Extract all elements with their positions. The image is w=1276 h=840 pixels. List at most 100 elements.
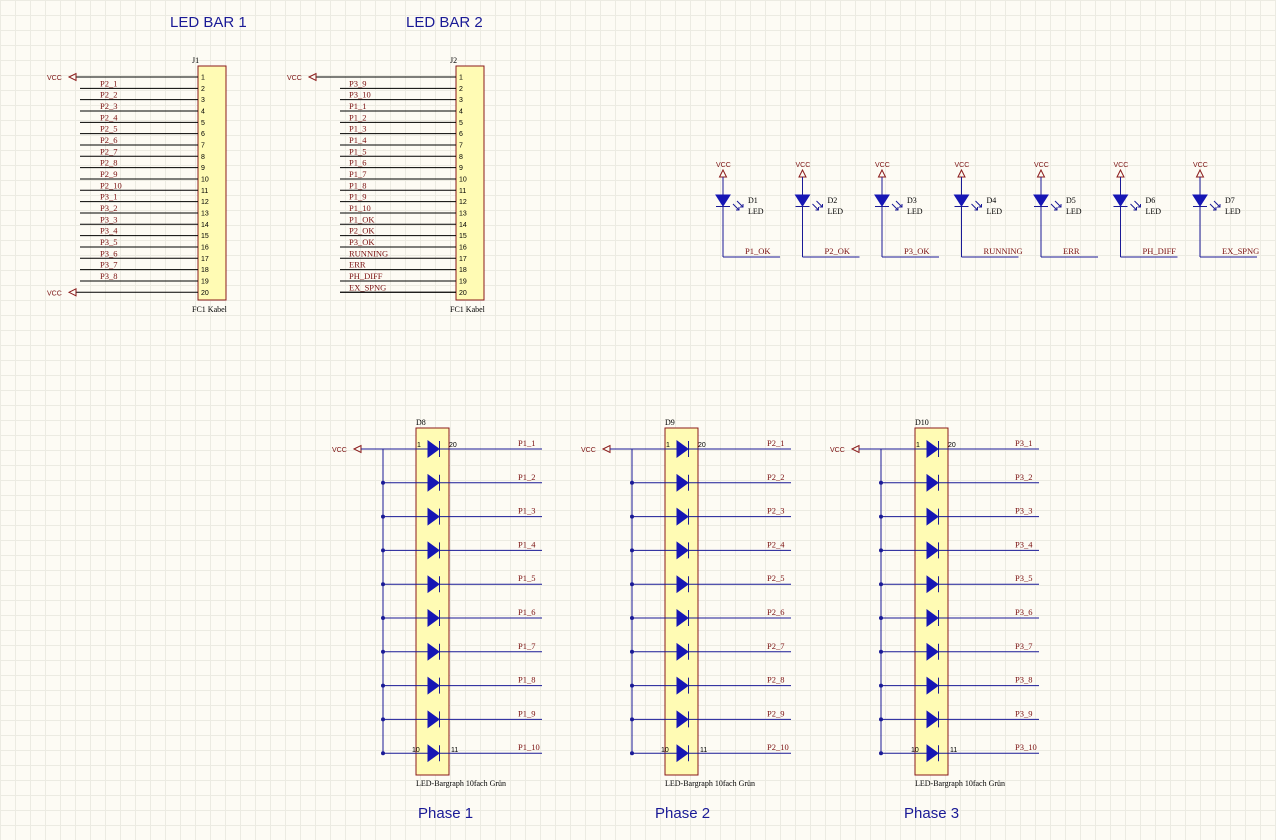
- led-type: LED: [748, 207, 764, 216]
- vcc-power-port: [850, 444, 860, 454]
- bargraph-net-label: P1_2: [518, 472, 535, 482]
- pin-number: 6: [201, 131, 205, 138]
- junction-dot: [381, 649, 385, 654]
- emission-arrow: [1209, 203, 1217, 211]
- vcc-power-port: [798, 168, 807, 178]
- bargraph-led-triangle: [926, 541, 939, 560]
- net-label: P1_6: [349, 158, 366, 168]
- led-symbol-triangle: [715, 194, 731, 207]
- net-label: P3_3: [100, 214, 117, 224]
- bargraph-footer: LED-Bargraph 10fach Grün: [665, 779, 755, 788]
- junction-dot: [381, 616, 385, 620]
- led-designator: D3: [907, 196, 917, 205]
- title-led-bar-2: LED BAR 2: [406, 14, 483, 31]
- bargraph-footer: LED-Bargraph 10fach Grün: [416, 779, 506, 788]
- junction-dot: [879, 480, 883, 485]
- junction-dot: [381, 514, 385, 519]
- status-leds-group: VCCD1LEDP1_OKVCCD2LEDP2_OKVCCD3LEDP3_OKV…: [715, 162, 1259, 258]
- bargraph-led-triangle: [926, 642, 939, 661]
- bargraph-net-label: P2_10: [767, 742, 789, 752]
- net-label: P3_5: [100, 237, 117, 247]
- emission-arrow: [895, 200, 903, 208]
- pin-number: 7: [459, 142, 463, 149]
- net-label: P1_2: [349, 112, 366, 122]
- bargraph-net-label: P1_3: [518, 506, 535, 516]
- net-label: P3_7: [100, 260, 117, 270]
- vcc-label: VCC: [47, 75, 62, 82]
- emission-arrow: [975, 200, 982, 208]
- vcc-label: VCC: [716, 162, 731, 169]
- junction-dot: [879, 717, 883, 722]
- bargraph-net-label: P1_4: [518, 539, 536, 549]
- bargraph-net-label: P3_7: [1015, 641, 1032, 651]
- pin-number: 11: [201, 188, 208, 195]
- bargraph-net-label: P3_9: [1015, 708, 1032, 718]
- emission-arrow: [1130, 203, 1137, 211]
- emission-arrow: [971, 203, 978, 211]
- bargraph-led-triangle: [676, 710, 689, 729]
- net-label: P1_1: [349, 101, 366, 111]
- net-label: P3_9: [349, 78, 366, 88]
- pin-number: 7: [201, 142, 205, 149]
- bargraph-net-label: P2_6: [767, 607, 784, 617]
- led-type: LED: [1066, 207, 1082, 216]
- bargraph-net-label: P2_2: [767, 472, 784, 482]
- connector-body: [197, 65, 227, 301]
- vcc-label: VCC: [796, 162, 811, 169]
- led-symbol-triangle: [794, 194, 811, 207]
- pin-number: 19: [201, 278, 209, 285]
- led-designator: D6: [1146, 196, 1156, 205]
- bargraph-net-label: P1_1: [518, 438, 535, 448]
- led-designator: D2: [828, 196, 838, 205]
- vcc-label: VCC: [287, 75, 302, 82]
- net-label: P2_7: [100, 146, 117, 156]
- bargraph-net-label: P2_9: [767, 708, 784, 718]
- net-label: P1_9: [349, 192, 366, 202]
- bargraph-led-triangle: [676, 744, 689, 763]
- bargraph-net-label: P1_6: [518, 607, 535, 617]
- led-type: LED: [1146, 207, 1162, 216]
- vcc-power-port: [67, 287, 77, 297]
- pin-number: 3: [459, 97, 463, 104]
- pin-number: 20: [201, 290, 209, 297]
- net-label: EX_SPNG: [349, 282, 386, 292]
- led-net-label: RUNNING: [984, 246, 1023, 256]
- emission-arrow: [1050, 203, 1058, 211]
- vcc-label: VCC: [1114, 162, 1129, 169]
- bargraph-led-triangle: [427, 642, 440, 661]
- net-label: P3_OK: [349, 237, 375, 247]
- pin-number: 10: [911, 747, 919, 754]
- emission-arrow: [1054, 200, 1062, 208]
- vcc-label: VCC: [955, 162, 970, 169]
- pin-number: 2: [201, 86, 205, 93]
- led-net-label: P3_OK: [904, 246, 930, 256]
- net-label: PH_DIFF: [349, 271, 383, 281]
- junction-dot: [630, 480, 634, 485]
- pin-number: 10: [201, 176, 209, 183]
- vcc-power-port: [352, 444, 362, 454]
- bargraph-led-triangle: [926, 473, 939, 492]
- pin-number: 12: [459, 199, 467, 206]
- bargraph-net-label: P3_6: [1015, 607, 1032, 617]
- vcc-power-port: [957, 168, 966, 178]
- pin-number: 17: [201, 256, 209, 263]
- bargraph-designator: D8: [416, 418, 426, 427]
- bargraph-led-triangle: [926, 744, 939, 763]
- pin-number: 20: [948, 442, 956, 449]
- led-symbol-triangle: [874, 194, 890, 207]
- led-symbol-triangle: [1192, 194, 1208, 207]
- bargraph-led-triangle: [427, 507, 440, 526]
- pin-number: 11: [950, 747, 957, 754]
- bargraph-net-label: P3_8: [1015, 675, 1032, 685]
- title-phase-1: Phase 1: [418, 805, 473, 822]
- junction-dot: [630, 548, 634, 553]
- pin-number: 20: [459, 290, 467, 297]
- junction-dot: [381, 717, 385, 722]
- pin-number: 3: [201, 97, 205, 104]
- net-label: RUNNING: [349, 248, 388, 258]
- net-label: P1_7: [349, 169, 366, 179]
